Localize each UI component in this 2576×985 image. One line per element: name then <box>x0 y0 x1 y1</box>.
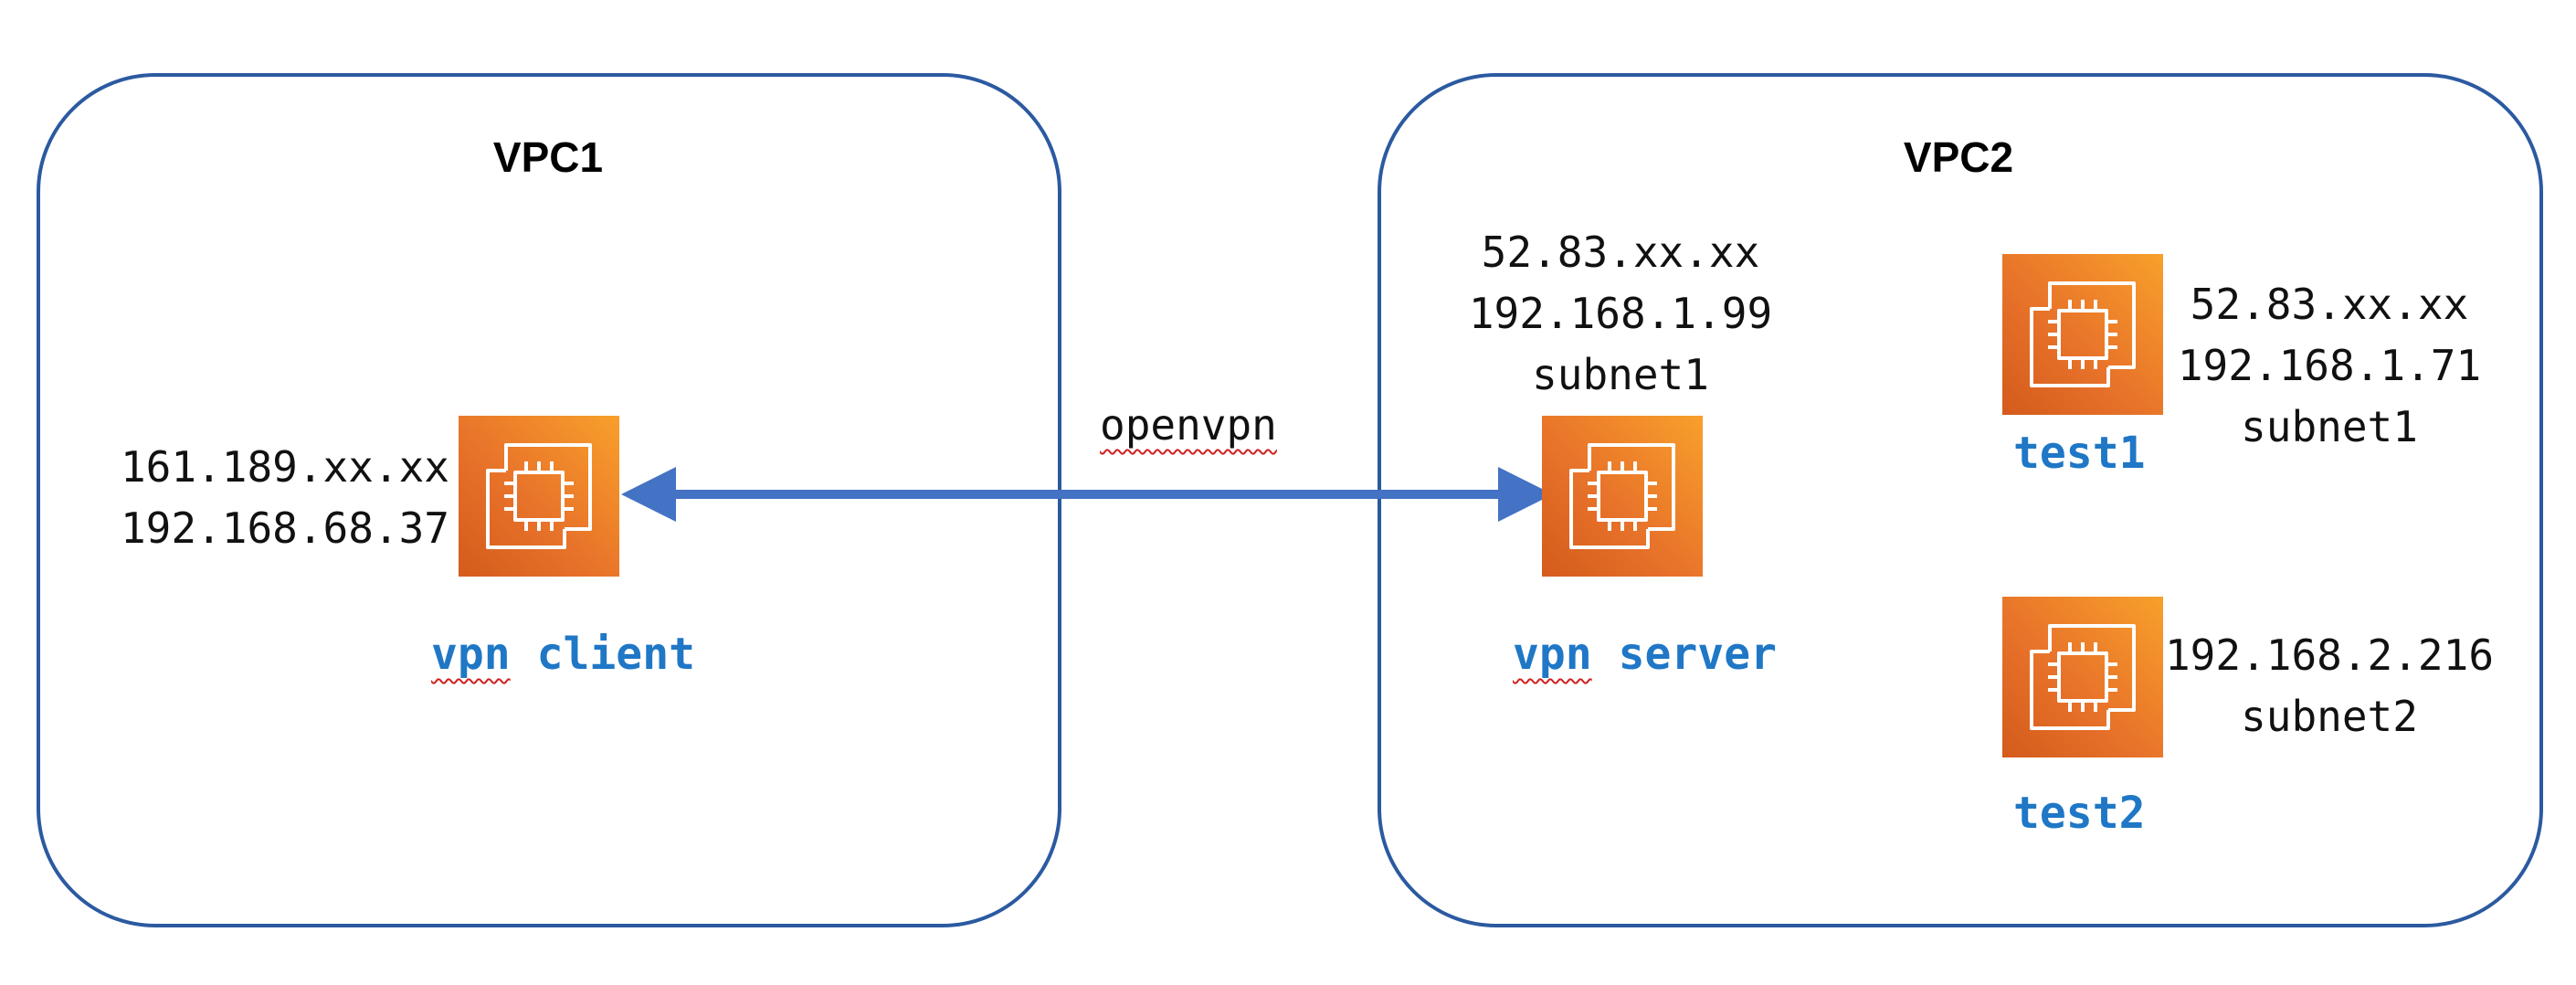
vpn-server-private-ip: 192.168.1.99 <box>1468 289 1773 338</box>
test2-label: test2 <box>2013 788 2146 839</box>
test2-subnet: subnet2 <box>2241 692 2418 741</box>
vpn-server-label-prefix: vpn <box>1513 629 1592 680</box>
vpc1-title: VPC1 <box>492 133 604 181</box>
vpn-client-public-ip: 161.189.xx.xx <box>120 442 449 492</box>
vpn-server-label-suffix: server <box>1618 629 1777 680</box>
connection-label: openvpn <box>1100 400 1277 450</box>
vpn-server-subnet: subnet1 <box>1532 350 1709 399</box>
test1-private-ip: 192.168.1.71 <box>2177 341 2482 390</box>
vpn-server-label: vpn server <box>1513 629 1777 680</box>
vpn-client-private-ip: 192.168.68.37 <box>120 503 449 553</box>
test2-ec2-icon <box>2002 597 2163 757</box>
test1-public-ip: 52.83.xx.xx <box>2190 280 2469 329</box>
vpn-client-label-suffix: client <box>536 629 695 680</box>
test1-ec2-icon <box>2002 254 2163 415</box>
vpn-server-public-ip: 52.83.xx.xx <box>1481 228 1760 277</box>
ec2-chip-icon <box>1569 443 1675 549</box>
vpn-server-ec2-icon <box>1542 416 1703 577</box>
test1-label: test1 <box>2013 428 2146 479</box>
vpn-client-label: vpn client <box>431 629 695 680</box>
vpn-client-ec2-icon <box>459 416 619 577</box>
test1-subnet: subnet1 <box>2241 402 2418 451</box>
vpn-client-label-prefix: vpn <box>431 629 511 680</box>
test2-private-ip: 192.168.2.216 <box>2164 630 2495 680</box>
ec2-chip-icon <box>2030 624 2136 730</box>
vpc2-title: VPC2 <box>1903 133 2014 181</box>
ec2-chip-icon <box>486 443 592 549</box>
ec2-chip-icon <box>2030 281 2136 387</box>
